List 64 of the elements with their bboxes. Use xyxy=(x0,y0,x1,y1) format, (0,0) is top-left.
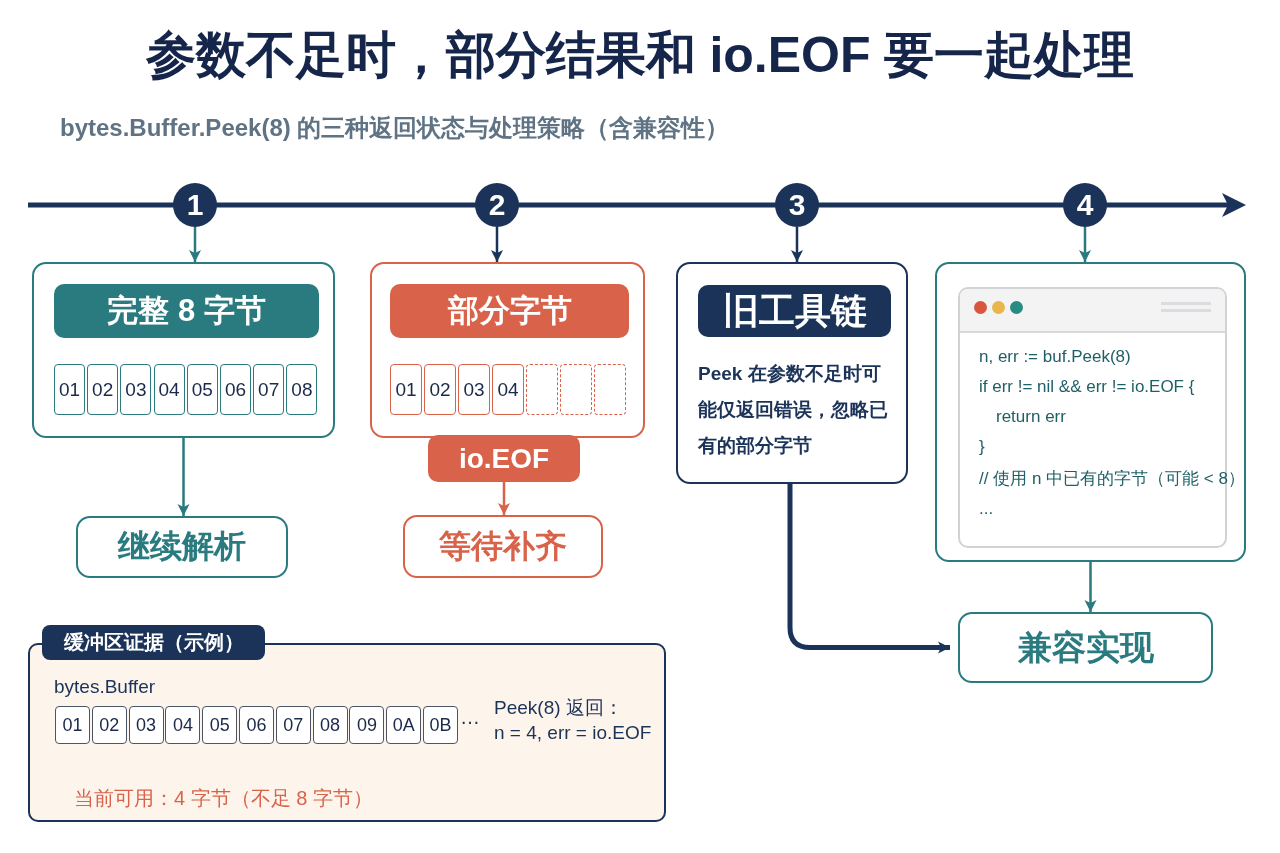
result-box: 等待补齐 xyxy=(403,515,603,578)
empty-byte-cell xyxy=(594,364,626,415)
available-note: 当前可用：4 字节（不足 8 字节） xyxy=(74,786,373,811)
arrow xyxy=(491,227,503,262)
byte-cell: 02 xyxy=(87,364,119,415)
step-number: 1 xyxy=(173,183,217,227)
byte-cell: 04 xyxy=(153,364,185,415)
byte-cell: 03 xyxy=(128,706,164,744)
ellipsis: … xyxy=(460,706,480,729)
code-line: } xyxy=(979,437,985,457)
arrow xyxy=(189,227,201,262)
byte-cell: 02 xyxy=(91,706,127,744)
buffer-label: bytes.Buffer xyxy=(54,676,156,698)
result-box: 兼容实现 xyxy=(958,612,1213,683)
byte-cell: 04 xyxy=(492,364,524,415)
byte-cell: 05 xyxy=(186,364,218,415)
code-line: // 使用 n 中已有的字节（可能 < 8） xyxy=(979,468,1245,490)
header-bar: 部分字节 xyxy=(390,284,629,338)
code-line: ... xyxy=(979,499,994,519)
card xyxy=(676,262,908,484)
empty-byte-cell xyxy=(526,364,558,415)
title: 参数不足时，部分结果和 io.EOF 要一起处理 xyxy=(144,26,1136,85)
arrow xyxy=(177,438,190,516)
result-box: 继续解析 xyxy=(76,516,288,578)
result-text: Peek(8) 返回： xyxy=(494,696,623,720)
arrow xyxy=(1084,562,1097,612)
arrow xyxy=(787,484,950,654)
byte-cell: 03 xyxy=(120,364,152,415)
code-line: return err xyxy=(996,407,1066,427)
result-text: n = 4, err = io.EOF xyxy=(494,722,652,744)
code-line: if err != nil && err != io.EOF { xyxy=(979,377,1195,397)
arrow xyxy=(498,482,510,515)
subtitle: bytes.Buffer.Peek(8) 的三种返回状态与处理策略（含兼容性） xyxy=(60,113,730,143)
byte-cell: 01 xyxy=(55,706,90,744)
card xyxy=(370,262,645,438)
byte-cell: 03 xyxy=(458,364,490,415)
card xyxy=(935,262,1246,562)
arrow xyxy=(791,227,803,262)
byte-cell: 08 xyxy=(286,364,318,415)
body-text: Peek 在参数不足时可能仅返回错误，忽略已有的部分字节 xyxy=(698,362,888,458)
byte-cell: 07 xyxy=(275,706,311,744)
byte-cell: 06 xyxy=(220,364,251,415)
byte-cell: 09 xyxy=(349,706,385,744)
byte-cell: 07 xyxy=(253,364,285,415)
header-bar: 完整 8 字节 xyxy=(54,284,319,338)
byte-cell: 01 xyxy=(54,364,85,415)
byte-cell: 0B xyxy=(423,706,458,744)
byte-cell: 0A xyxy=(386,706,422,744)
empty-byte-cell xyxy=(560,364,592,415)
arrow xyxy=(1079,227,1091,262)
byte-cell: 05 xyxy=(202,706,238,744)
byte-cell: 01 xyxy=(390,364,422,415)
byte-cell: 04 xyxy=(165,706,201,744)
step-number: 4 xyxy=(1063,183,1107,227)
code-line: n, err := buf.Peek(8) xyxy=(979,347,1131,367)
header-bar: 旧工具链 xyxy=(698,285,891,337)
byte-cell: 06 xyxy=(239,706,274,744)
byte-cell: 08 xyxy=(312,706,348,744)
step-number: 2 xyxy=(475,183,519,227)
panel-tab: 缓冲区证据（示例） xyxy=(42,625,265,660)
status-tag: io.EOF xyxy=(428,435,580,482)
card xyxy=(32,262,335,438)
byte-cell: 02 xyxy=(424,364,456,415)
step-number: 3 xyxy=(775,183,819,227)
